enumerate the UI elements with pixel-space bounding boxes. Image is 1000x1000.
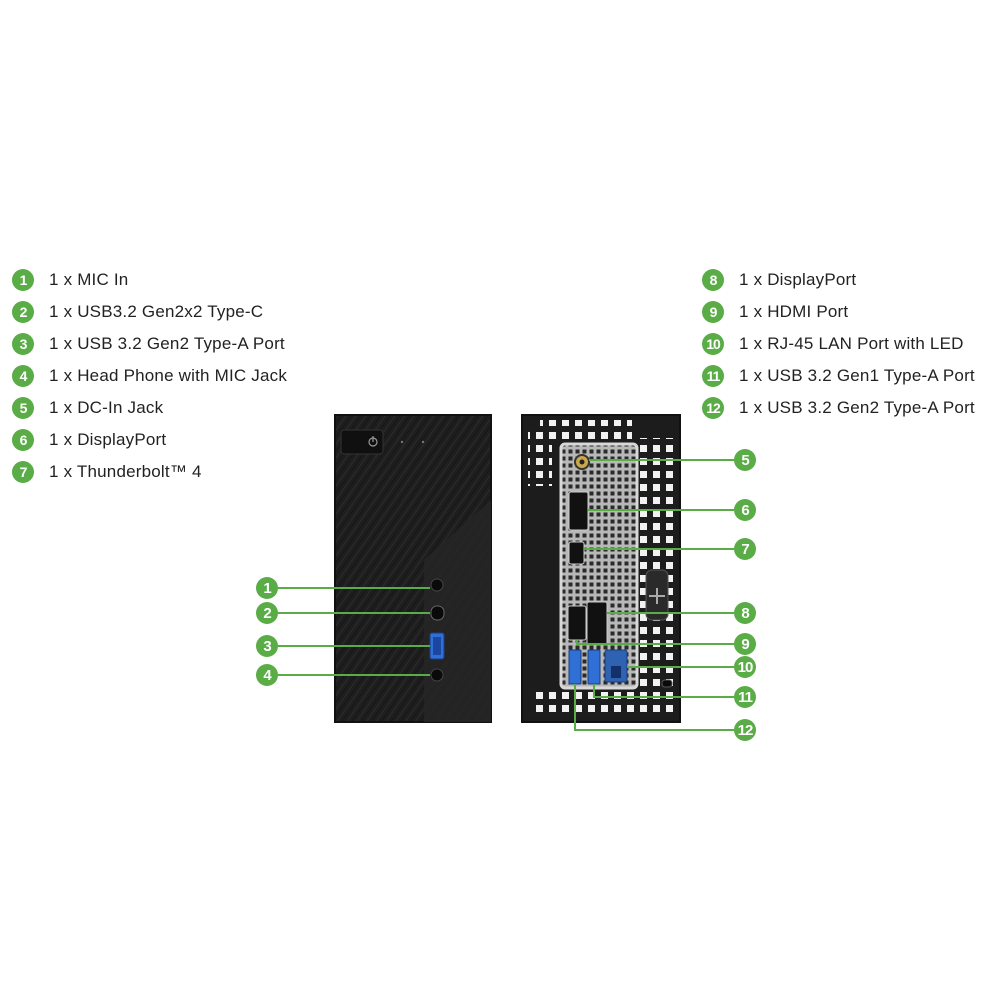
legend-rear-ports: 8 1 x DisplayPort 9 1 x HDMI Port 10 1 x RJ… [702, 264, 975, 424]
rear-vent-top [540, 420, 632, 442]
front-view [334, 414, 492, 723]
headphone-jack [430, 668, 444, 682]
legend-item: 12 1 x USB 3.2 Gen2 Type-A Port [702, 392, 975, 424]
legend-item: 8 1 x DisplayPort [702, 264, 975, 296]
callout-badge-10: 10 [734, 656, 756, 678]
callout-number: 11 [738, 689, 753, 706]
callout-number: 1 [263, 580, 271, 597]
callout-number: 8 [741, 605, 749, 622]
legend-label: 1 x DC-In Jack [49, 398, 164, 417]
usb-c-port [430, 605, 445, 621]
legend-item: 1 1 x MIC In [12, 264, 287, 296]
badge-6: 6 [12, 429, 34, 451]
legend-item: 6 1 x DisplayPort [12, 424, 287, 456]
badge-4: 4 [12, 365, 34, 387]
callout-number: 5 [741, 452, 749, 469]
legend-item: 2 1 x USB3.2 Gen2x2 Type-C [12, 296, 287, 328]
callout-badge-4: 4 [256, 664, 278, 686]
badge-9: 9 [702, 301, 724, 323]
rear-vent-right [640, 438, 676, 700]
mic-jack [430, 578, 444, 592]
callout-number: 6 [741, 502, 749, 519]
badge-12: 12 [702, 397, 724, 419]
power-icon [368, 436, 378, 447]
legend-item: 9 1 x HDMI Port [702, 296, 975, 328]
front-lower-panel [424, 500, 491, 722]
rear-view [521, 414, 681, 723]
legend-label: 1 x Head Phone with MIC Jack [49, 366, 288, 385]
legend-label: 1 x DisplayPort [739, 270, 857, 289]
callout-lines [278, 459, 734, 731]
callout-line-12 [574, 684, 734, 731]
badge-7: 7 [12, 461, 34, 483]
callout-line-11 [593, 684, 734, 698]
legend-item: 7 1 x Thunderbolt™ 4 [12, 456, 287, 488]
callout-badge-11: 11 [734, 686, 756, 708]
hdmi-port [567, 605, 587, 641]
callout-badges: 1 2 3 4 5 6 7 8 9 10 11 12 [256, 449, 756, 741]
plus-icon [649, 588, 665, 604]
callout-badge-9: 9 [734, 633, 756, 655]
legend-label: 1 x MIC In [49, 270, 129, 289]
usb-a-gen1-rear [587, 649, 601, 685]
badge-8: 8 [702, 269, 724, 291]
legend-label: 1 x HDMI Port [739, 302, 849, 321]
legend-label: 1 x USB 3.2 Gen2 Type-A Port [49, 334, 285, 353]
callout-number: 7 [741, 541, 749, 558]
legend-item: 11 1 x USB 3.2 Gen1 Type-A Port [702, 360, 975, 392]
kensington-slot [661, 679, 673, 688]
callout-number: 3 [263, 638, 271, 655]
legend-item: 3 1 x USB 3.2 Gen2 Type-A Port [12, 328, 287, 360]
callout-badge-8: 8 [734, 602, 756, 624]
legend-item: 5 1 x DC-In Jack [12, 392, 287, 424]
callout-badge-2: 2 [256, 602, 278, 624]
callout-badge-7: 7 [734, 538, 756, 560]
badge-10: 10 [702, 333, 724, 355]
displayport-2 [586, 601, 608, 645]
callout-badge-12: 12 [734, 719, 756, 741]
dc-in-pin [579, 459, 585, 465]
callout-number: 10 [738, 659, 753, 676]
badge-2: 2 [12, 301, 34, 323]
callout-badge-5: 5 [734, 449, 756, 471]
usb-a-gen2-rear [568, 649, 582, 685]
badge-1: 1 [12, 269, 34, 291]
callout-badge-1: 1 [256, 577, 278, 599]
legend-label: 1 x USB 3.2 Gen2 Type-A Port [739, 398, 975, 417]
callout-badge-6: 6 [734, 499, 756, 521]
legend-item: 10 1 x RJ-45 LAN Port with LED [702, 328, 975, 360]
callout-number: 4 [263, 667, 272, 684]
callout-number: 12 [738, 722, 753, 739]
thunderbolt-port [568, 541, 585, 565]
legend-label: 1 x USB3.2 Gen2x2 Type-C [49, 302, 264, 321]
callout-line-9 [576, 640, 734, 645]
legend-label: 1 x Thunderbolt™ 4 [49, 462, 202, 481]
displayport-1 [568, 491, 589, 531]
rj45-socket [611, 666, 621, 678]
badge-3: 3 [12, 333, 34, 355]
callout-number: 2 [263, 605, 271, 622]
callout-number: 9 [741, 636, 749, 653]
callout-badge-3: 3 [256, 635, 278, 657]
legend-item: 4 1 x Head Phone with MIC Jack [12, 360, 287, 392]
rear-vent-bottom [530, 690, 675, 716]
legend-label: 1 x USB 3.2 Gen1 Type-A Port [739, 366, 975, 385]
badge-11: 11 [702, 365, 724, 387]
led-dot [421, 440, 425, 444]
legend-label: 1 x DisplayPort [49, 430, 167, 449]
usb-a-tongue [433, 637, 441, 655]
badge-5: 5 [12, 397, 34, 419]
led-dot [400, 440, 404, 444]
legend-label: 1 x RJ-45 LAN Port with LED [739, 334, 964, 353]
